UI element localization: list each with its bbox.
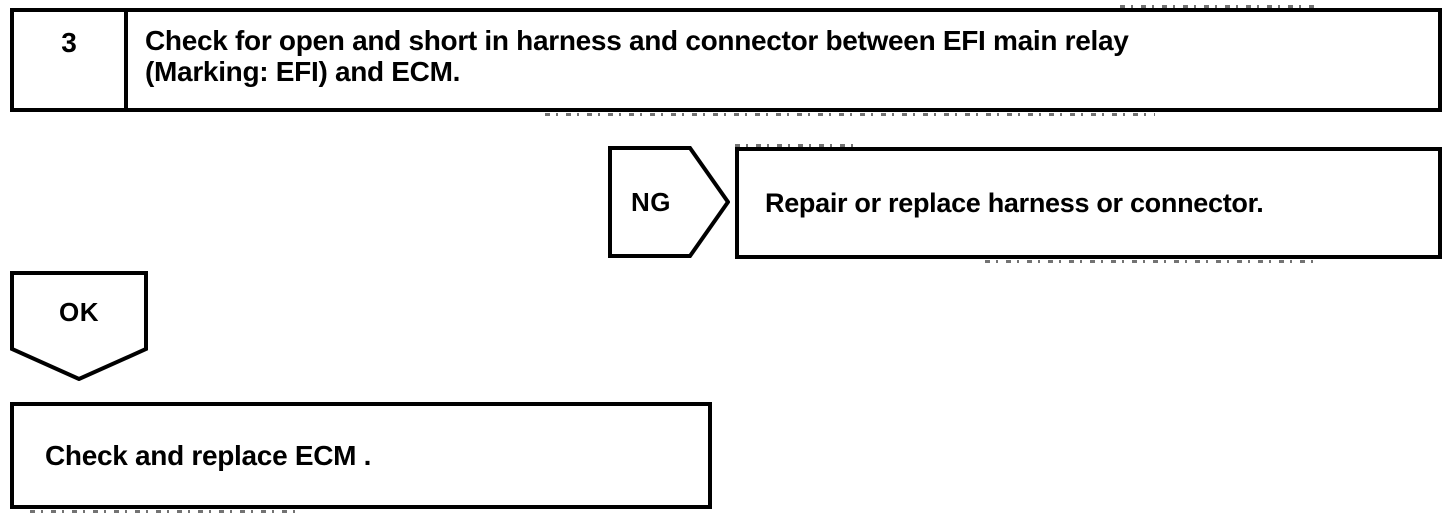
scan-artifact [545, 113, 1155, 116]
ng-label: NG [631, 186, 671, 217]
step-number-cell: 3 [14, 12, 128, 108]
ok-label: OK [59, 296, 99, 327]
ng-pentagon-icon [608, 146, 730, 258]
step-box: 3 Check for open and short in harness an… [10, 8, 1442, 112]
ng-action-text: Repair or replace harness or connector. [765, 187, 1264, 218]
result-text: Check and replace ECM . [45, 439, 372, 471]
ng-action-box: Repair or replace harness or connector. [735, 147, 1442, 259]
result-box: Check and replace ECM . [10, 402, 712, 509]
step-instruction: Check for open and short in harness and … [128, 12, 1438, 108]
scan-artifact [30, 510, 300, 513]
ok-pentagon-icon [10, 271, 148, 381]
step-number: 3 [61, 27, 77, 58]
step-instruction-line-1: Check for open and short in harness and … [145, 25, 1129, 56]
scan-artifact [985, 260, 1315, 263]
step-instruction-line-2: (Marking: EFI) and ECM. [145, 56, 461, 87]
